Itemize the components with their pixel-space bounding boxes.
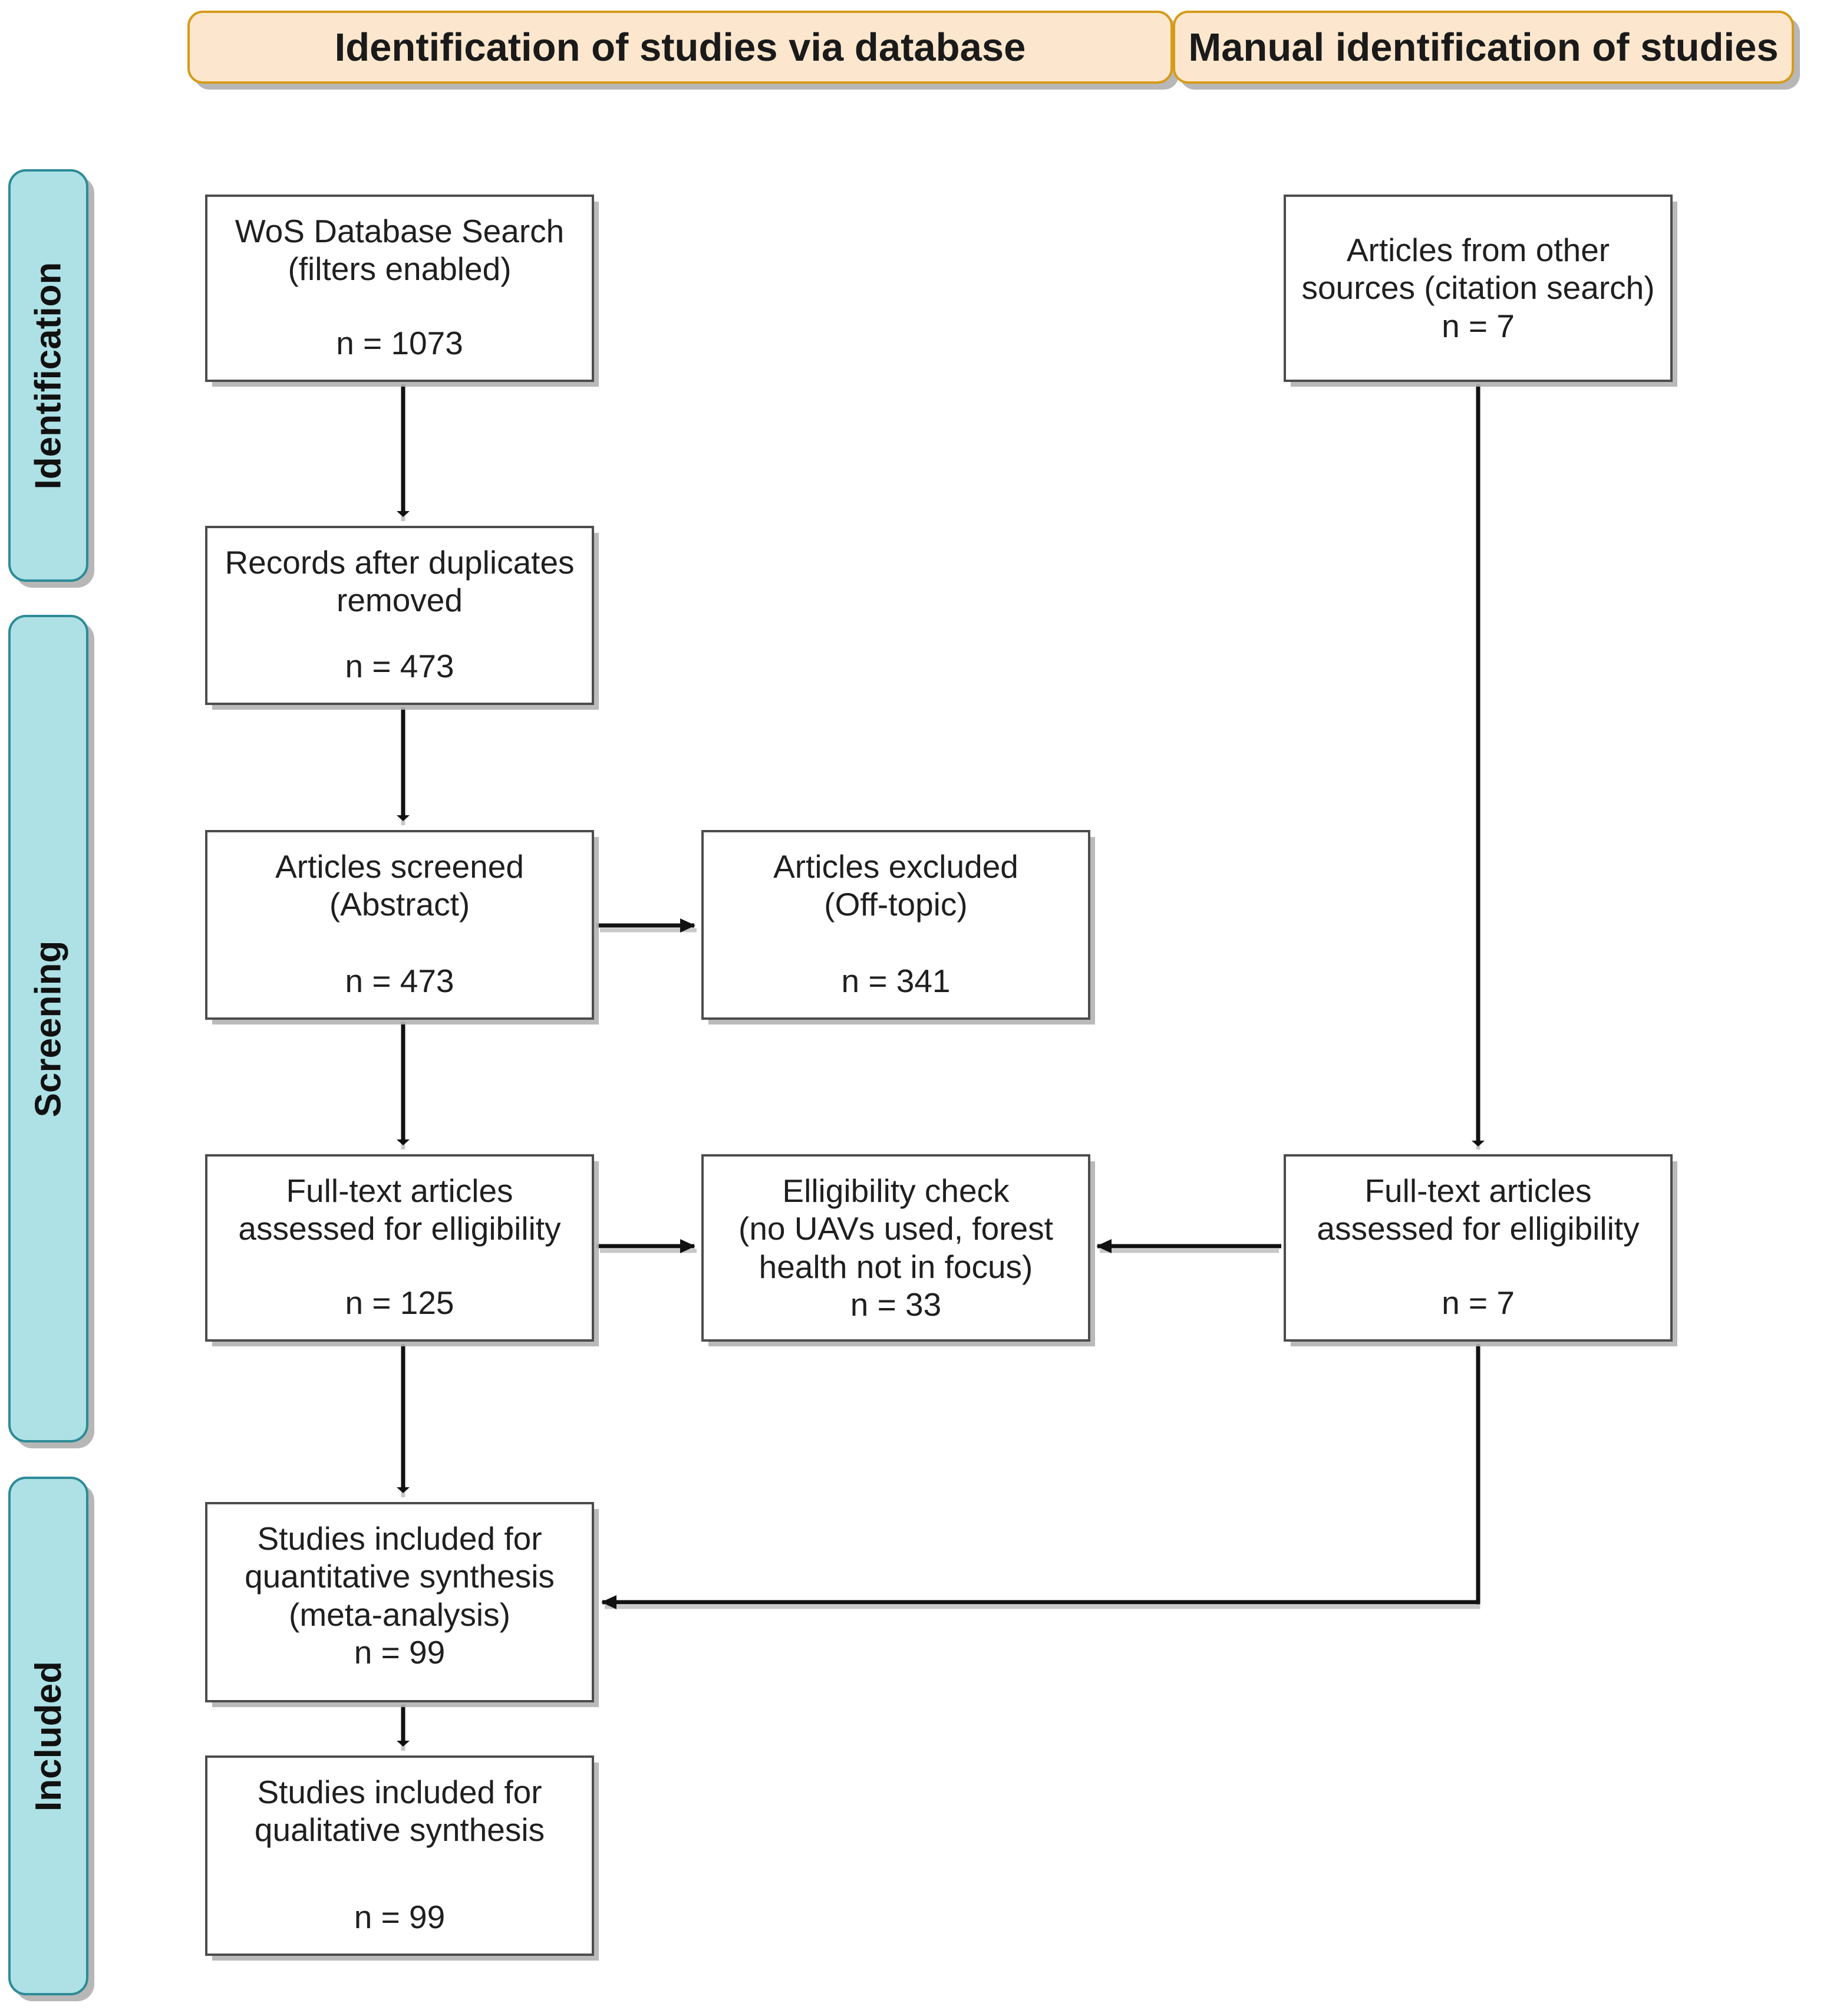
- stage-band-screening: Screening: [8, 615, 88, 1442]
- node-line: Elligibility check: [782, 1172, 1010, 1209]
- node-line: Articles screened: [275, 848, 524, 885]
- node-line: Articles from other: [1346, 232, 1610, 268]
- node-line: removed: [337, 582, 463, 619]
- node-line: Studies included for: [257, 1774, 542, 1810]
- node-qualitative-synthesis: Studies included for qualitative synthes…: [205, 1755, 594, 1956]
- node-line: quantitative synthesis: [245, 1558, 555, 1595]
- header-banner-database-label: Identification of studies via database: [334, 25, 1026, 70]
- node-count: n = 99: [354, 1634, 446, 1671]
- node-count: n = 99: [354, 1898, 446, 1935]
- node-count: n = 7: [1442, 307, 1515, 344]
- node-articles-other-sources: Articles from other sources (citation se…: [1284, 195, 1673, 382]
- arrow-manualfulltext-to-quantitative: [601, 1344, 1480, 1609]
- header-banner-manual: Manual identification of studies: [1173, 11, 1794, 84]
- header-banner-manual-label: Manual identification of studies: [1188, 25, 1779, 70]
- connector-lines: [397, 384, 1485, 1747]
- node-fulltext-assessed-db: Full-text articles assessed for elligibi…: [205, 1154, 594, 1342]
- node-fulltext-assessed-manual: Full-text articles assessed for elligibi…: [1284, 1154, 1673, 1342]
- node-line: Articles excluded: [773, 848, 1018, 885]
- node-line: WoS Database Search: [235, 213, 565, 249]
- node-wos-database-search: WoS Database Search (filters enabled) n …: [205, 195, 594, 382]
- node-line: assessed for elligibility: [238, 1210, 561, 1247]
- stage-band-included-label: Included: [28, 1661, 69, 1811]
- stage-band-screening-label: Screening: [28, 940, 69, 1117]
- node-count: n = 33: [850, 1286, 942, 1323]
- node-count: n = 1073: [336, 324, 463, 361]
- stage-band-identification: Identification: [8, 169, 88, 582]
- node-line: (filters enabled): [288, 251, 512, 288]
- node-line: Full-text articles: [1364, 1172, 1592, 1209]
- node-line: Studies included for: [257, 1520, 542, 1557]
- node-line: health not in focus): [759, 1248, 1033, 1285]
- node-records-after-duplicates: Records after duplicates removed n = 473: [205, 526, 594, 705]
- node-line: (meta-analysis): [289, 1596, 510, 1633]
- node-count: n = 473: [345, 647, 454, 684]
- node-line: Records after duplicates: [225, 544, 575, 581]
- node-line: (Abstract): [329, 886, 470, 923]
- node-elligibility-check: Elligibility check (no UAVs used, forest…: [701, 1154, 1090, 1342]
- node-line: qualitative synthesis: [254, 1811, 545, 1849]
- node-articles-screened: Articles screened (Abstract) n = 473: [205, 830, 594, 1020]
- node-line: sources (citation search): [1301, 269, 1655, 307]
- node-line: assessed for elligibility: [1317, 1210, 1640, 1247]
- node-count: n = 7: [1442, 1284, 1515, 1321]
- node-count: n = 473: [345, 962, 454, 999]
- stage-band-included: Included: [8, 1477, 88, 1995]
- header-banner-database: Identification of studies via database: [187, 11, 1173, 84]
- node-line: Full-text articles: [286, 1172, 513, 1209]
- node-count: n = 341: [841, 962, 951, 999]
- node-quantitative-synthesis: Studies included for quantitative synthe…: [205, 1502, 594, 1702]
- node-line: (no UAVs used, forest: [738, 1210, 1053, 1247]
- node-articles-excluded: Articles excluded (Off-topic) n = 341: [701, 830, 1090, 1020]
- node-line: (Off-topic): [824, 886, 968, 923]
- node-count: n = 125: [345, 1284, 454, 1321]
- stage-band-identification-label: Identification: [28, 262, 69, 489]
